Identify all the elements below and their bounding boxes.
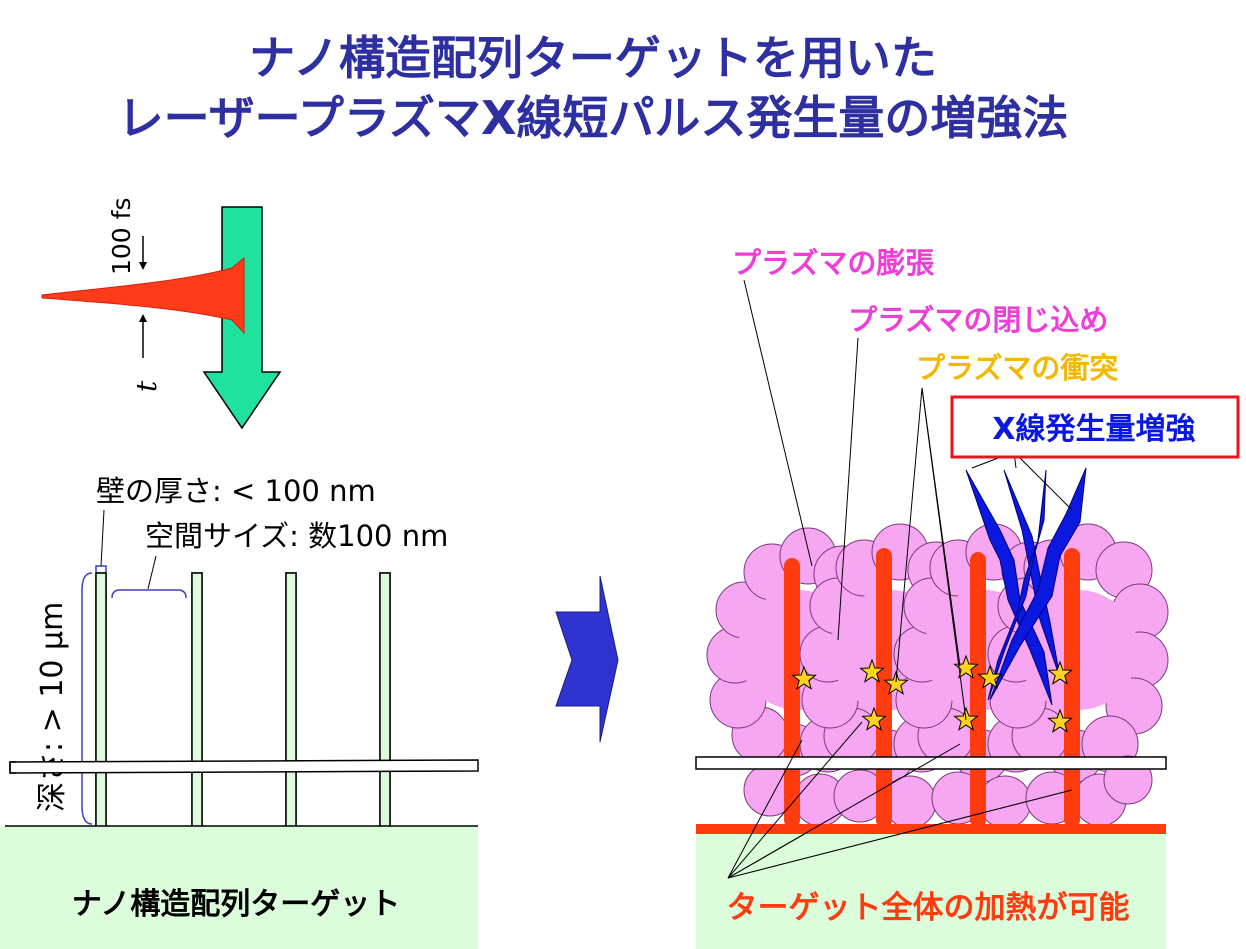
heated-wall-1: [784, 558, 800, 828]
left-substrate-edge: [5, 572, 478, 827]
collision-star-icon: [1047, 660, 1073, 685]
left-wall-3: [285, 572, 297, 827]
collision-stars: [791, 654, 1073, 733]
pulse-width-arrowhead-bottom: [139, 314, 147, 322]
depth-label: 深さ: > 10 μm: [35, 602, 70, 812]
space-size-bracket: [111, 589, 187, 599]
space-size-label: 空間サイズ: 数100 nm: [145, 519, 448, 553]
plasma-expansion-label: プラズマの膨張: [732, 246, 935, 280]
heated-wall-2: [876, 548, 892, 828]
collision-star-icon: [791, 665, 817, 690]
time-axis-label: t: [130, 380, 163, 392]
laser-pulse: [41, 256, 245, 335]
depth-bracket: [81, 572, 93, 825]
title-line-2: レーザープラズマX線短パルス発生量の増強法: [118, 91, 1069, 145]
collision-star-icon: [859, 658, 885, 683]
target-caption: ナノ構造配列ターゲット: [72, 887, 401, 922]
left-cut-band: [9, 759, 479, 774]
heated-wall-3: [970, 552, 986, 828]
xray-enhancement-box: [950, 395, 1240, 459]
space-size-leader: [147, 555, 157, 590]
plasma-collision-label: プラズマの衝突: [916, 351, 1118, 385]
xray-bolt-3: [989, 467, 1087, 701]
left-wall-2: [191, 572, 203, 827]
collision-star-icon: [953, 654, 979, 679]
collision-star-icon: [861, 706, 887, 731]
collision-star-icon: [883, 670, 909, 695]
left-wall-1: [95, 572, 107, 827]
heated-base: [696, 824, 1166, 834]
pulse-width-label: 100 fs: [107, 198, 136, 276]
collision-star-icon: [977, 664, 1003, 689]
target-heating-caption: ターゲット全体の加熱が可能: [727, 890, 1130, 926]
left-substrate: [0, 826, 478, 949]
wall-thickness-bracket: [95, 565, 107, 572]
xray-bolt-1: [965, 469, 1053, 706]
transition-arrow: [555, 575, 619, 743]
left-cut-marker: [9, 761, 16, 774]
title-line-1: ナノ構造配列ターゲットを用いた: [249, 31, 937, 85]
left-wall-4: [379, 572, 391, 827]
pulse-width-arrowhead-top: [139, 262, 147, 270]
wall-thickness-leader: [100, 509, 105, 567]
xray-enhancement-label: X線発生量増強: [992, 412, 1195, 447]
right-substrate: [696, 828, 1166, 949]
plasma-confinement-label: プラズマの閉じ込め: [848, 303, 1108, 337]
right-cut-band: [695, 756, 1167, 770]
heated-wall-4: [1064, 548, 1080, 828]
collision-star-icon: [1047, 708, 1073, 733]
wall-thickness-label: 壁の厚さ: < 100 nm: [96, 474, 376, 508]
